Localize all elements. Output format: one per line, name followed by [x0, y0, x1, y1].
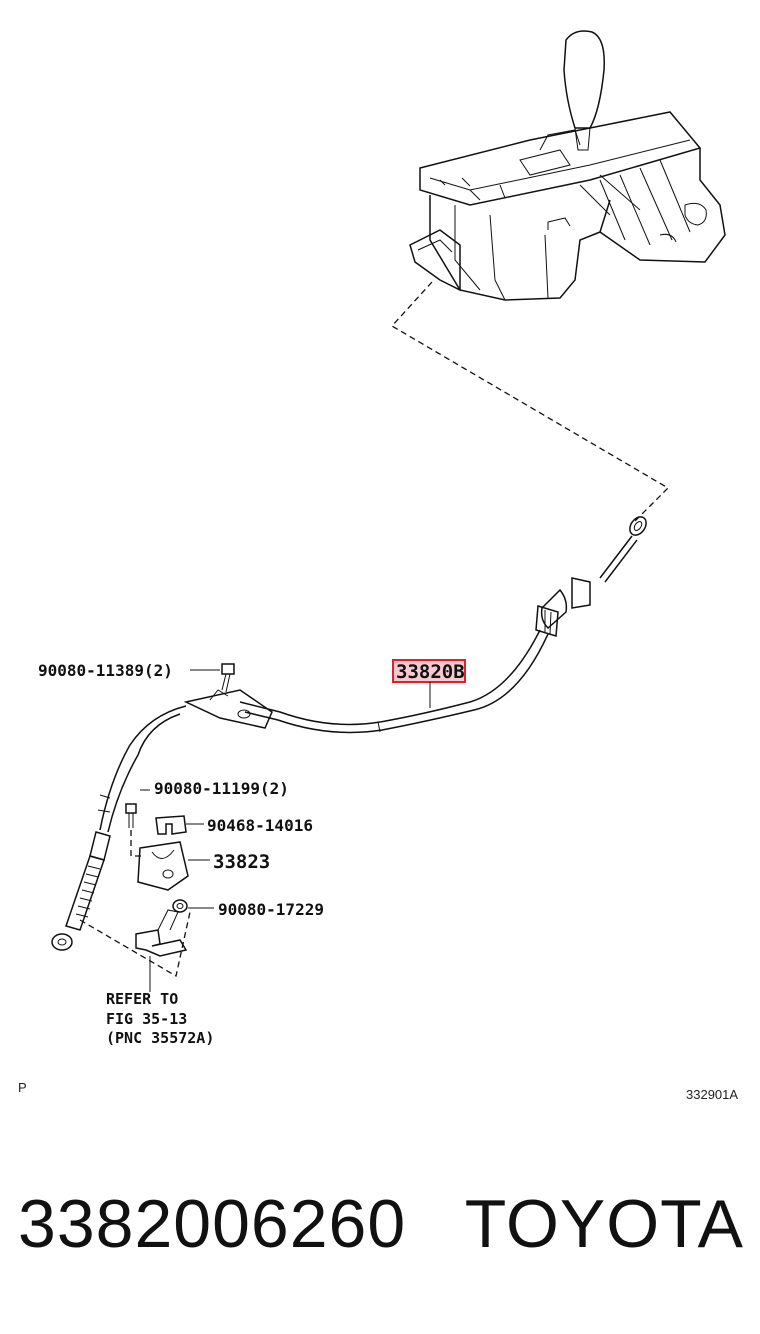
corner-mark-left: P	[18, 1080, 27, 1095]
footer: 3382006260 TOYOTA	[0, 1185, 760, 1295]
part-number: 3382006260	[18, 1186, 407, 1262]
clip-part	[155, 815, 204, 835]
label-90080-11389: 90080-11389(2)	[38, 661, 173, 680]
label-90468-14016: 90468-14016	[207, 816, 313, 835]
shift-lever-assembly	[409, 30, 726, 301]
label-90080-17229: 90080-17229	[218, 900, 324, 919]
bracket-part	[137, 841, 210, 891]
nut-part	[172, 899, 214, 913]
brand-name: TOYOTA	[464, 1186, 744, 1262]
label-33823: 33823	[213, 851, 270, 873]
reference-bracket-part	[79, 909, 191, 992]
ref-note-line3: (PNC 35572A)	[106, 1029, 214, 1047]
bolt-top-part	[190, 663, 235, 693]
label-90080-11199: 90080-11199(2)	[154, 779, 289, 798]
highlight-box	[392, 659, 466, 683]
ref-note-line1: REFER TO	[106, 990, 178, 1008]
ref-note-line2: FIG 35-13	[106, 1010, 187, 1028]
reference-dash-line	[390, 281, 670, 523]
label-33820b: 33820B	[396, 661, 465, 683]
figure-code: 332901A	[686, 1087, 738, 1102]
bolt-small-part	[125, 789, 150, 857]
shift-cable	[51, 516, 647, 951]
